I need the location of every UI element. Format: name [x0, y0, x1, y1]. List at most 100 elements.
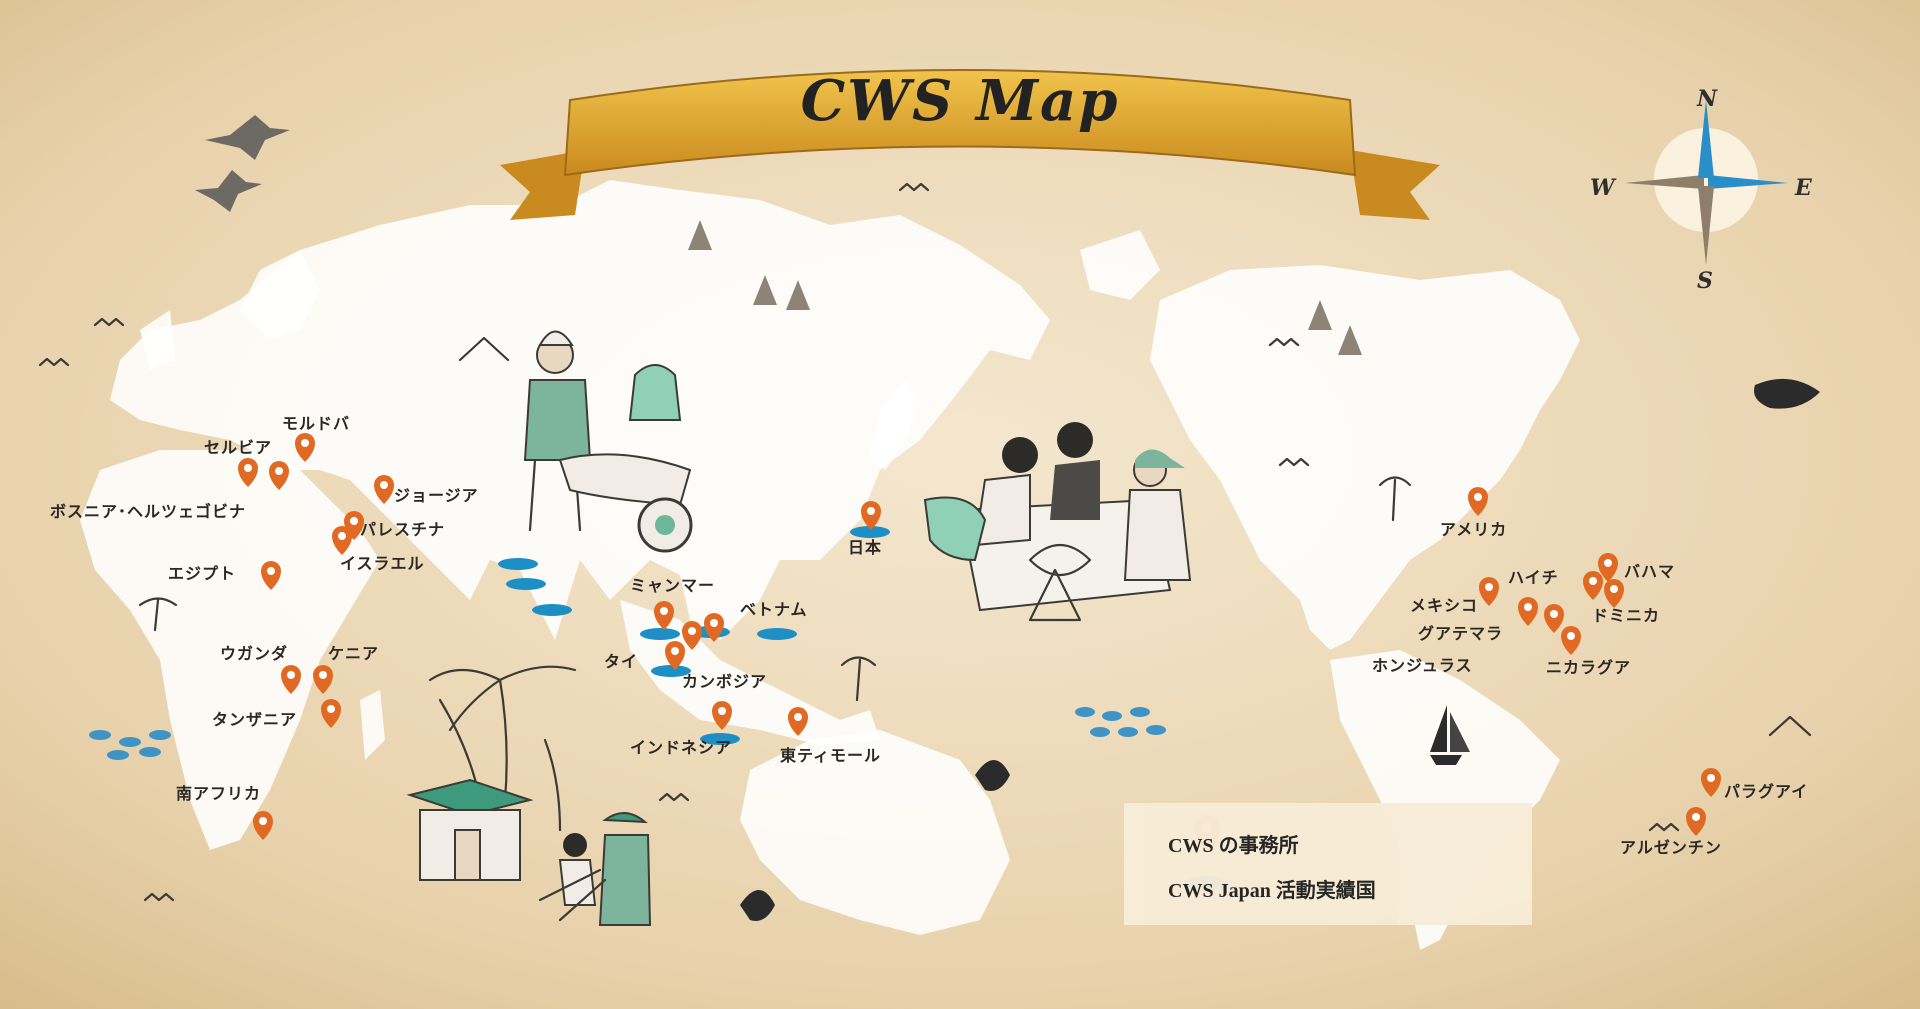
landmass-australia — [740, 730, 1010, 935]
label-tanzania: タンザニア — [212, 710, 298, 729]
pin-uganda[interactable] — [280, 664, 302, 694]
legend-activity-label: CWS Japan 活動実績国 — [1168, 880, 1376, 902]
map-title: CWS Map — [800, 68, 1120, 134]
label-mexico: メキシコ — [1410, 596, 1479, 615]
sailboat-icon — [1450, 712, 1470, 752]
label-guatemala: グアテマラ — [1418, 624, 1504, 643]
illustration-children-map — [923, 422, 1192, 622]
pin-myanmar[interactable] — [653, 600, 675, 630]
label-argentina: アルゼンチン — [1620, 838, 1722, 857]
label-myanmar: ミャンマー — [630, 576, 716, 595]
label-paraguay: パラグアイ — [1724, 782, 1809, 801]
landmass-madagascar — [360, 690, 385, 760]
pin-bosnia[interactable] — [268, 460, 290, 490]
label-usa: アメリカ — [1440, 520, 1508, 539]
pin-georgia[interactable] — [373, 474, 395, 504]
label-moldova: モルドバ — [282, 414, 351, 433]
landmass-greenland — [1080, 230, 1160, 300]
bird-icon — [195, 170, 262, 212]
label-haiti: ハイチ — [1508, 568, 1559, 587]
ribbon-left-tail — [500, 150, 585, 220]
label-timor-leste: 東ティモール — [780, 746, 882, 765]
label-nicaragua: ニカラグア — [1546, 658, 1632, 677]
label-cambodia: カンボジア — [682, 672, 768, 691]
label-kenya: ケニア — [328, 644, 380, 663]
fish-school-icon — [89, 730, 171, 760]
pin-serbia[interactable] — [237, 457, 259, 487]
landmass-north-america — [1150, 265, 1580, 650]
pin-egypt[interactable] — [260, 560, 282, 590]
compass-south-label: S — [1697, 268, 1713, 294]
label-vietnam: ベトナム — [740, 600, 808, 619]
compass-needle-north — [1698, 100, 1714, 178]
pin-honduras[interactable] — [1543, 603, 1565, 633]
landmass-uk — [140, 310, 175, 370]
sailboat-icon — [1430, 755, 1462, 765]
pin-mexico[interactable] — [1478, 576, 1500, 606]
pin-thailand[interactable] — [681, 620, 703, 650]
pin-cambodia[interactable] — [664, 640, 686, 670]
activity-mark — [640, 628, 680, 640]
illustration-wheelbarrow-workers — [523, 330, 693, 553]
pin-bahamas[interactable] — [1597, 552, 1619, 582]
compass-west-label: W — [1590, 175, 1615, 201]
activity-mark — [498, 558, 538, 570]
label-serbia: セルビア — [204, 438, 273, 457]
ribbon-right-tail — [1350, 150, 1440, 220]
pin-paraguay[interactable] — [1700, 767, 1722, 797]
pin-japan[interactable] — [860, 500, 882, 530]
map-legend: CWS の事務所 CWS Japan 活動実績国 — [1124, 803, 1532, 925]
compass-needle-south — [1698, 186, 1714, 265]
compass-north-label: N — [1697, 86, 1718, 112]
activity-mark — [700, 733, 740, 745]
label-honduras: ホンジュラス — [1372, 656, 1473, 675]
illustration-house-villagers — [406, 665, 652, 926]
landmass-scandinavia — [240, 250, 320, 340]
ribbon-main — [563, 69, 1357, 177]
compass-needle-west — [1625, 175, 1704, 189]
label-thailand: タイ — [604, 652, 639, 671]
whale-tail-icon — [975, 760, 1010, 791]
pin-guatemala[interactable] — [1517, 596, 1539, 626]
pin-dominica[interactable] — [1603, 578, 1625, 608]
pin-moldova[interactable] — [294, 432, 316, 462]
label-palestine: パレスチナ — [360, 520, 446, 539]
compass-disc — [1654, 128, 1758, 232]
activity-mark — [757, 628, 797, 640]
whale-tail-icon — [740, 890, 775, 921]
pin-tanzania[interactable] — [320, 698, 342, 728]
pin-indonesia[interactable] — [711, 700, 733, 730]
pin-timor-leste[interactable] — [787, 706, 809, 736]
landmass-japan — [870, 380, 920, 470]
label-georgia: ジョージア — [394, 486, 479, 505]
legend-office-label: CWS の事務所 — [1168, 835, 1299, 857]
label-uganda: ウガンダ — [220, 644, 289, 663]
fish-school-icon — [1075, 707, 1166, 737]
pin-kenya[interactable] — [312, 664, 334, 694]
label-bosnia: ボスニア･ヘルツェゴビナ — [50, 502, 247, 521]
pin-nicaragua[interactable] — [1560, 625, 1582, 655]
wave-marks — [38, 182, 1680, 902]
pin-south-africa[interactable] — [252, 810, 274, 840]
label-bahamas: バハマ — [1624, 562, 1676, 581]
pin-haiti[interactable] — [1582, 570, 1604, 600]
activity-mark — [532, 604, 572, 616]
label-israel: イスラエル — [340, 554, 425, 573]
whale-icon — [1754, 378, 1820, 409]
pin-usa[interactable] — [1467, 486, 1489, 516]
label-indonesia: インドネシア — [630, 738, 733, 757]
pin-israel[interactable] — [331, 525, 353, 555]
sailboat-icon — [1430, 705, 1447, 752]
pin-vietnam[interactable] — [703, 612, 725, 642]
pin-argentina[interactable] — [1685, 806, 1707, 836]
label-japan: 日本 — [848, 538, 883, 557]
palm-tree-icon — [138, 476, 1412, 702]
activity-mark — [506, 578, 546, 590]
compass-needle-east — [1708, 175, 1788, 189]
activity-mark — [651, 665, 691, 677]
compass-east-label: E — [1795, 175, 1812, 201]
mountain-icon — [458, 336, 1812, 737]
tree-icon — [688, 220, 1362, 355]
